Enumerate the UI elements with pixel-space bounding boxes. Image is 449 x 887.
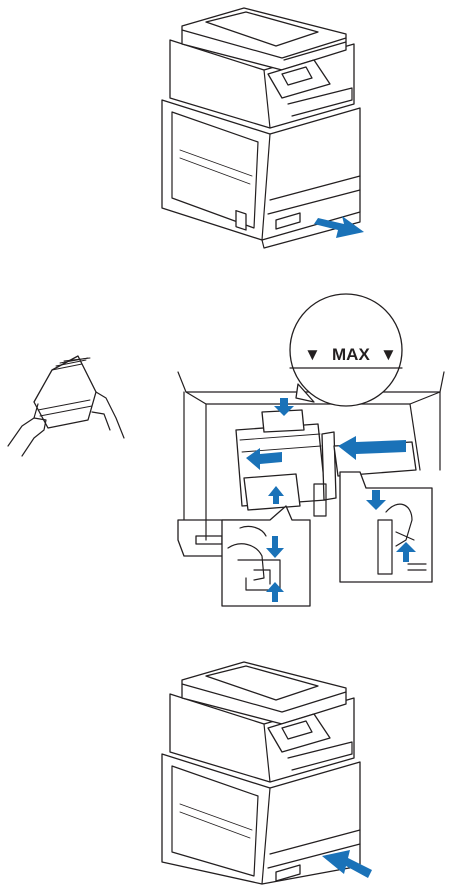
arrow-right-guide-icon: [338, 436, 406, 460]
arrow-pull-out-icon: [314, 216, 364, 238]
touch-screen-step3: [281, 720, 313, 740]
tray-handle-step3: [275, 864, 301, 882]
door-latch: [235, 209, 247, 231]
max-marker-right: ▼: [380, 345, 397, 364]
tray-front-handle: [195, 535, 223, 545]
tray-handle: [275, 212, 301, 230]
touch-screen: [281, 66, 313, 86]
inset-arrow-down-icon: [266, 536, 284, 558]
inset-side-arrow-down-icon: [366, 490, 386, 510]
side-guide: [321, 431, 337, 501]
inset-side-guide: [339, 471, 433, 583]
inset-side-arrow-up-icon: [396, 542, 416, 562]
arrow-down-rear-icon: [274, 398, 294, 416]
max-label: MAX: [332, 345, 370, 364]
max-fill-callout: ▼ MAX ▼: [289, 293, 403, 407]
arrow-push-in-icon: [322, 850, 372, 878]
printer-step1: [161, 7, 364, 249]
arrow-left-icon: [246, 448, 282, 470]
printer-step3: [161, 661, 372, 885]
max-marker-left: ▼: [304, 345, 321, 364]
inset-front-guide: [221, 505, 311, 607]
inset-arrow-up-icon: [266, 582, 284, 602]
paper-fan-hands: [7, 355, 125, 457]
arrow-up-front-icon: [268, 486, 284, 504]
